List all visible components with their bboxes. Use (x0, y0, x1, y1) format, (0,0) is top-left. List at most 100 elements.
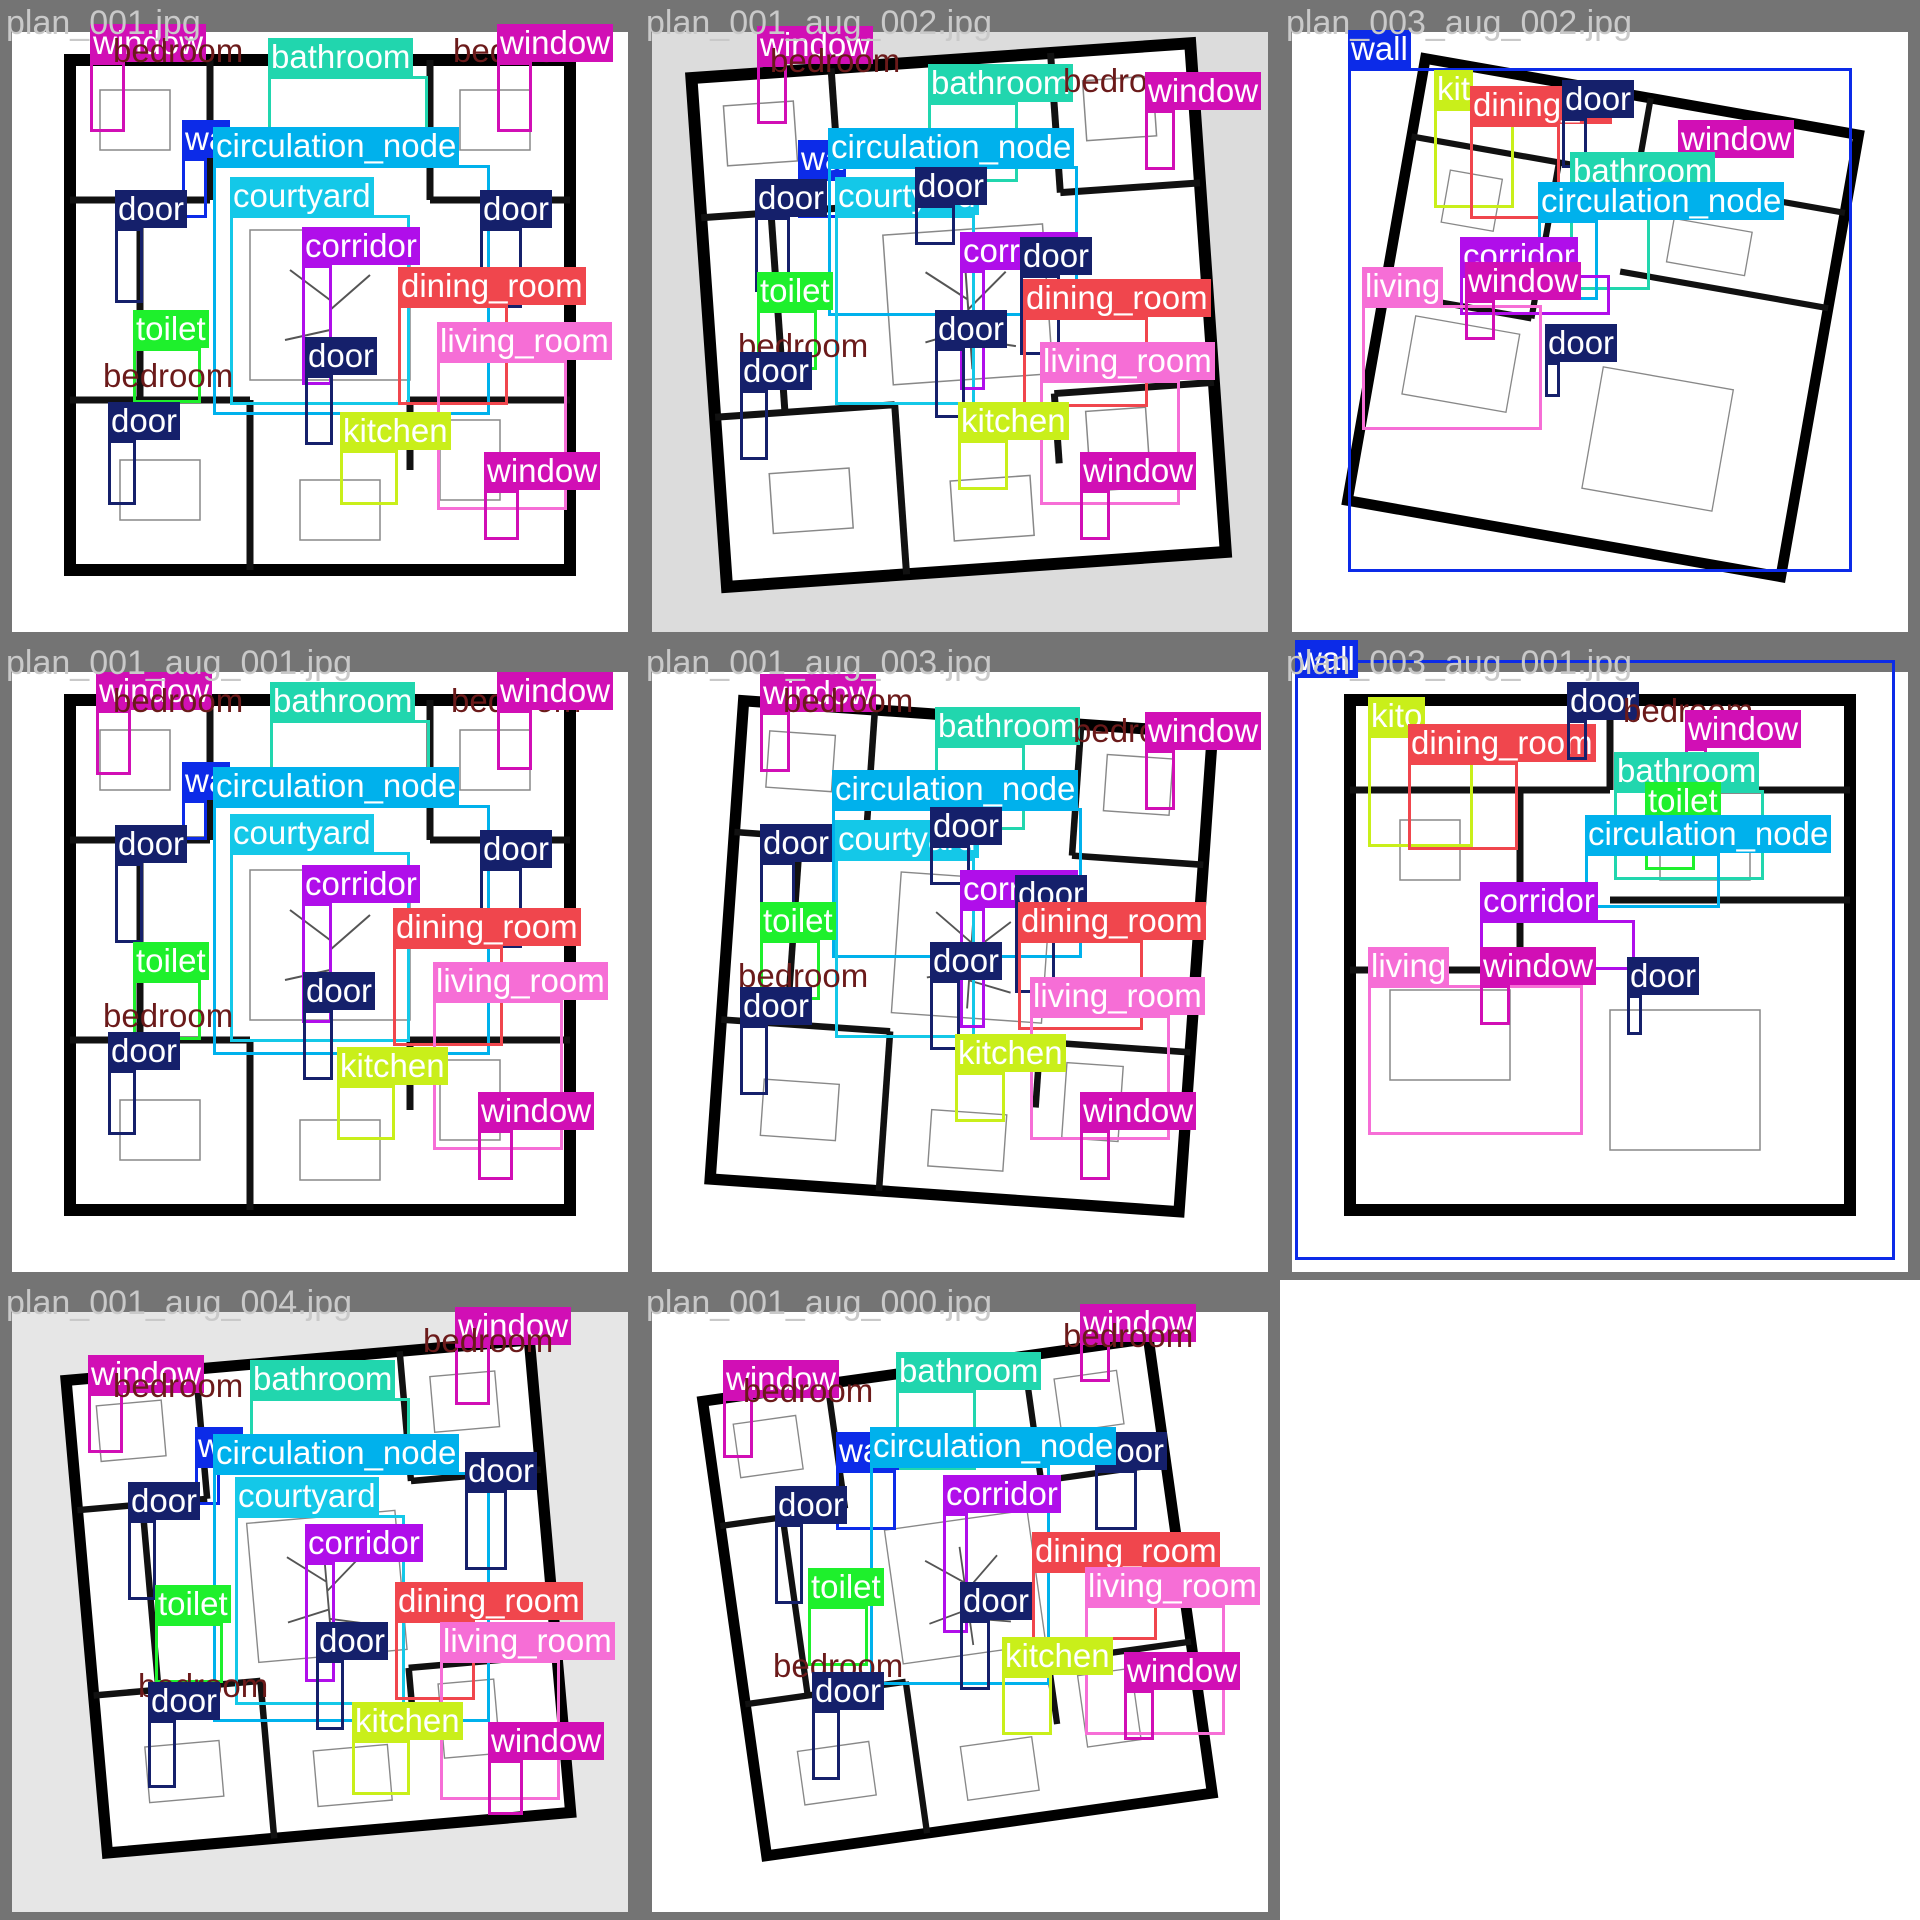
bbox-door (930, 845, 970, 885)
label-window: window (488, 1722, 605, 1760)
label-door: door (303, 972, 376, 1010)
label-door: door (755, 179, 828, 217)
furniture-sketch (119, 459, 201, 521)
detection-layer: windowbedroombathroombedroomwindowwacirc… (0, 0, 640, 640)
label-window: window (96, 672, 213, 710)
interior-wall (1054, 378, 1215, 398)
label-door: door (108, 1032, 181, 1070)
interior-wall (1071, 852, 1204, 869)
label-toilet: toilet (1645, 782, 1721, 820)
bbox-door (960, 1620, 990, 1690)
label-circulation_node: circulation_node (213, 767, 460, 805)
label-bathroom: bathroom (896, 1352, 1042, 1390)
bbox-door (303, 1010, 333, 1080)
label-dining_room: dining_room (1023, 279, 1211, 317)
label-courtyard: courtyard (230, 177, 374, 215)
label-bedroom: bedroom (423, 1322, 554, 1359)
label-courtyard: courtyard (235, 1477, 379, 1515)
bbox-window (1480, 985, 1510, 1025)
label-window: window (1124, 1652, 1241, 1690)
label-dining_room: dining_room (1032, 1532, 1220, 1570)
furniture-sketch (883, 1509, 1047, 1665)
label-window: window (757, 26, 874, 64)
label-toilet: toilet (808, 1568, 884, 1606)
label-bedroom: bedroom (113, 1367, 244, 1404)
bbox-door (108, 440, 136, 505)
label-wall: wall (1348, 30, 1411, 68)
bbox-door (1627, 995, 1642, 1035)
label-window: window (88, 1355, 205, 1393)
bbox-courtyard (230, 215, 410, 405)
bbox-window (497, 710, 532, 770)
bbox-door (1567, 720, 1587, 760)
label-kitchen: kitchen (958, 402, 1069, 440)
label-living_room: living_room (1040, 342, 1215, 380)
label-toilet: toilet (133, 310, 209, 348)
label-courtyard: courtyard (230, 814, 374, 852)
tile-filename: plan_003_aug_001.jpg (1286, 644, 1633, 682)
bbox-kitchen (958, 440, 1008, 490)
bbox-dining_room (1470, 124, 1560, 219)
detection-layer: windowbedroomwindowbedroombathroomwacirc… (0, 1280, 640, 1920)
bbox-corridor (302, 265, 332, 385)
bbox-wall (1348, 68, 1852, 572)
label-circulation_node: circulation_node (828, 128, 1075, 166)
label-window: window (497, 24, 614, 62)
label-door: door (775, 1486, 848, 1524)
bbox-corridor (302, 903, 332, 1023)
label-window: window (1465, 262, 1582, 300)
bbox-door (740, 1025, 768, 1095)
furniture-sketch (99, 89, 171, 151)
label-living_room: living_room (1030, 977, 1205, 1015)
label-bedroom: bedroom (103, 997, 234, 1034)
label-door: door (305, 337, 378, 375)
bbox-wall (182, 800, 207, 840)
label-window: window (1480, 947, 1597, 985)
bbox-window (478, 1130, 513, 1180)
label-living_room: living (1362, 267, 1444, 305)
mosaic-tile: plan_001.jpgwindowbedroombathroombedroom… (0, 0, 640, 640)
bbox-window (90, 62, 125, 132)
label-door: door (128, 1482, 201, 1520)
label-window: window (90, 24, 207, 62)
label-window: window (1678, 120, 1795, 158)
bbox-door (812, 1710, 840, 1780)
label-dining_room: dining_room (393, 908, 581, 946)
label-circulation_node: circulation_node (1585, 815, 1832, 853)
floorplan-image (1292, 672, 1908, 1272)
label-bedroom: bedroom (743, 1372, 874, 1409)
bbox-living_room (1030, 1015, 1170, 1140)
furniture-sketch (429, 1370, 501, 1434)
label-dining_room: dining_room (395, 1582, 583, 1620)
furniture-sketch (1389, 989, 1511, 1081)
label-window: window (1145, 712, 1262, 750)
bbox-circulation_node (1585, 853, 1720, 908)
label-bathroom: bathroom (270, 682, 416, 720)
label-corridor: corridor (1480, 882, 1598, 920)
furniture-sketch (927, 1108, 1008, 1172)
bbox-door (1095, 1470, 1137, 1530)
label-kitchen: kitchen (1002, 1637, 1113, 1675)
label-circulation_node: circulation_node (870, 1427, 1117, 1465)
label-living_room: living_room (437, 322, 612, 360)
label-dining_room: dining_room (1018, 902, 1206, 940)
tile-filename: plan_001.jpg (6, 4, 201, 42)
label-bedroom: bedroom (770, 42, 901, 79)
label-circulation_node: circulation_node (213, 127, 460, 165)
furniture-sketch (144, 1739, 225, 1804)
label-door: door (915, 167, 988, 205)
tile-filename: plan_001_aug_004.jpg (6, 1284, 353, 1322)
label-toilet: toilet (155, 1585, 231, 1623)
label-bedroom: bedroom (783, 682, 914, 719)
label-toilet: toilet (760, 902, 836, 940)
label-door: door (115, 190, 188, 228)
label-circulation_node: circulation_node (1538, 182, 1785, 220)
label-door: door (930, 807, 1003, 845)
furniture-sketch (299, 1119, 381, 1181)
label-door: door (930, 942, 1003, 980)
